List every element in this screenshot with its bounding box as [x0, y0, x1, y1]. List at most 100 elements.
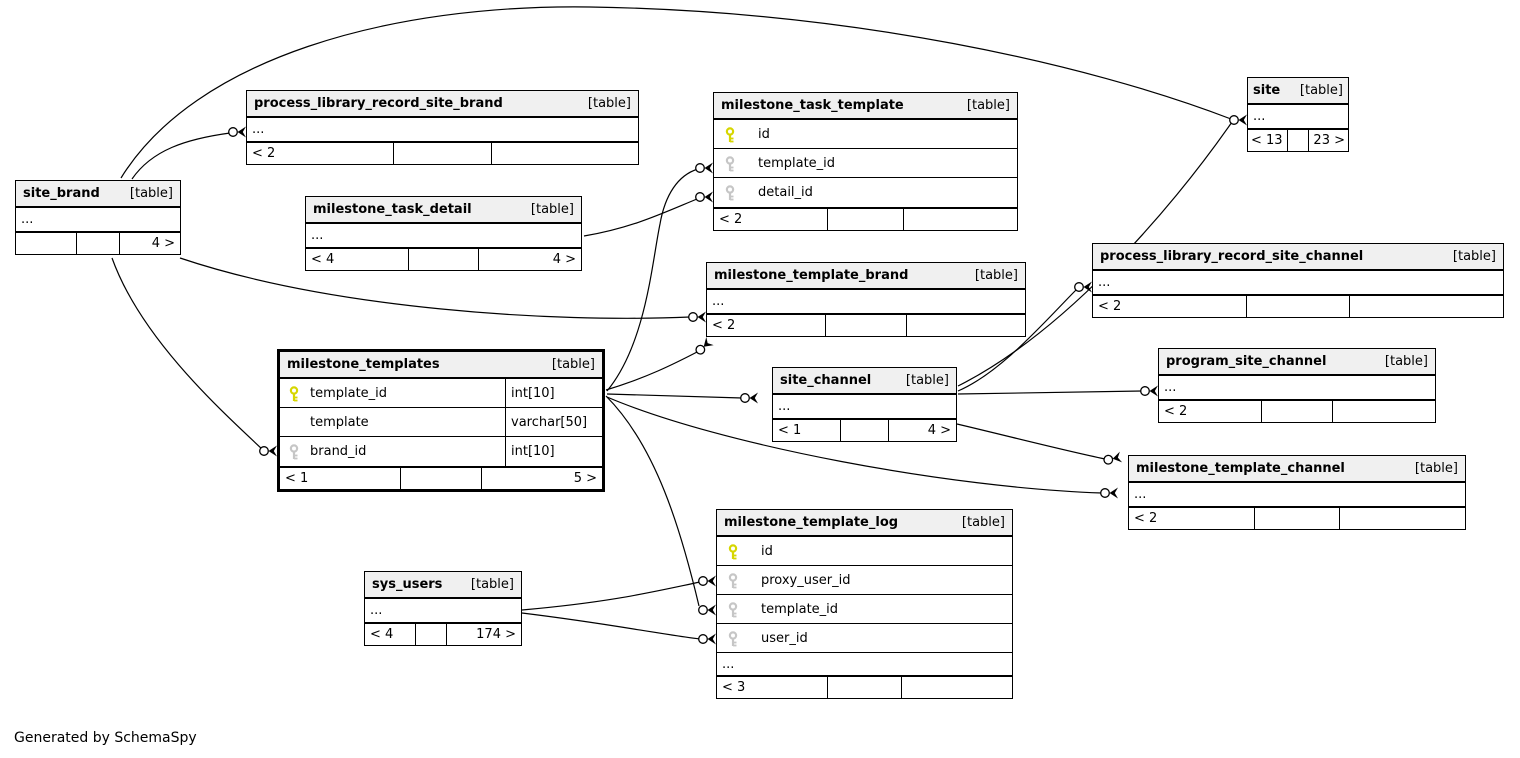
edge-site_brand-milestone_templates-brand_id: [111, 257, 263, 450]
table-name: process_library_record_site_brand: [254, 96, 503, 111]
table-name: program_site_channel: [1166, 354, 1327, 369]
columns-ellipsis: ...: [1098, 275, 1111, 290]
footer-middle-cell: [826, 677, 903, 698]
columns-ellipsis: ...: [778, 399, 791, 414]
table-tag: [table]: [551, 357, 595, 372]
table-milestone_task_template[interactable]: milestone_task_template [table] id templ…: [713, 92, 1018, 231]
columns-ellipsis: ...: [252, 122, 265, 137]
footer-middle-cell: [1261, 401, 1333, 422]
footer-children-count: < 13: [1251, 133, 1283, 148]
table-footer: < 3: [717, 675, 1012, 698]
table-site_channel[interactable]: site_channel [table] ... < 1 4 >: [772, 367, 957, 442]
table-footer: < 2: [1093, 294, 1503, 317]
footer-children-count: < 1: [285, 471, 309, 486]
table-name: milestone_template_log: [724, 515, 899, 530]
footer-children-count: [16, 233, 76, 254]
edge-sys_users-milestone_template_log-proxy_user_id: [521, 581, 701, 611]
edge-milestone_task_detail-milestone_task_template-detail_id: [583, 198, 698, 237]
table-name: milestone_template_brand: [714, 268, 909, 283]
footer-parents-count: 5 >: [573, 471, 597, 486]
edge-milestone_templates-milestone_template_log-template_id: [605, 395, 700, 607]
column-type: int[10]: [505, 379, 602, 407]
primary-key-icon: [289, 386, 299, 402]
columns-ellipsis: ...: [21, 212, 34, 227]
table-milestone_template_channel[interactable]: milestone_template_channel [table] ... <…: [1128, 455, 1466, 530]
column-name: template: [310, 414, 369, 430]
table-footer: < 2: [1159, 399, 1435, 422]
table-name: site_brand: [23, 186, 100, 201]
table-sys_users[interactable]: sys_users [table] ... < 4 174 >: [364, 571, 522, 646]
edge-site_channel-milestone_template_channel: [956, 423, 1106, 460]
foreign-key-icon: [728, 573, 738, 589]
edge-site_channel-program_site_channel: [957, 390, 1143, 395]
table-tag: [table]: [129, 186, 173, 201]
column-row: template_id int[10]: [280, 379, 602, 408]
table-process_library_record_site_brand[interactable]: process_library_record_site_brand [table…: [246, 90, 639, 165]
edge-site_brand-process_library_record_site_brand: [131, 132, 231, 180]
footer-middle-cell: [76, 233, 120, 254]
table-tag: [table]: [961, 515, 1005, 530]
primary-key-icon: [728, 544, 738, 560]
table-site[interactable]: site [table] ... < 13 23 >: [1247, 77, 1349, 152]
column-name: id: [758, 126, 770, 142]
table-header: site_brand [table]: [16, 181, 180, 208]
table-header: milestone_task_template [table]: [714, 93, 1017, 120]
footer-middle-cell: [399, 468, 483, 489]
columns-ellipsis: ...: [712, 294, 725, 309]
table-header: site [table]: [1248, 78, 1348, 105]
footer-middle-cell: [408, 249, 479, 270]
table-footer: < 2: [247, 141, 638, 164]
footer-parents-count: [904, 209, 1017, 230]
columns-ellipsis: ...: [311, 228, 324, 243]
table-footer: < 13 23 >: [1248, 128, 1348, 151]
column-name: id: [761, 543, 773, 559]
table-name: sys_users: [372, 577, 443, 592]
table-milestone_templates[interactable]: milestone_templates [table] template_id …: [277, 349, 605, 492]
column-row: proxy_user_id: [717, 566, 1012, 595]
footer-children-count: < 2: [1134, 511, 1158, 526]
table-milestone_template_brand[interactable]: milestone_template_brand [table] ... < 2: [706, 262, 1026, 337]
table-footer: 4 >: [16, 231, 180, 254]
columns-ellipsis: ...: [1164, 380, 1177, 395]
table-header: milestone_template_log [table]: [717, 510, 1012, 537]
table-name: milestone_task_template: [721, 98, 904, 113]
table-header: program_site_channel [table]: [1159, 349, 1435, 376]
footer-parents-count: [492, 143, 638, 164]
table-tag: [table]: [966, 98, 1010, 113]
table-milestone_template_log[interactable]: milestone_template_log [table] id proxy_…: [716, 509, 1013, 699]
table-footer: < 4 174 >: [365, 622, 521, 645]
footer-parents-count: 4 >: [552, 252, 576, 267]
footer-parents-count: 4 >: [927, 423, 952, 438]
footer-parents-count: [907, 315, 1025, 336]
table-milestone_task_detail[interactable]: milestone_task_detail [table] ... < 4 4 …: [305, 196, 582, 271]
column-row: template varchar[50]: [280, 408, 602, 437]
footer-parents-count: [1340, 508, 1465, 529]
columns-ellipsis: ...: [1253, 109, 1266, 124]
table-header: process_library_record_site_channel [tab…: [1093, 244, 1503, 271]
table-tag: [table]: [1299, 83, 1343, 98]
table-site_brand[interactable]: site_brand [table] ... 4 >: [15, 180, 181, 255]
edge-sys_users-milestone_template_log-user_id: [521, 612, 701, 640]
column-type: varchar[50]: [505, 408, 602, 436]
column-name: proxy_user_id: [761, 572, 851, 588]
footer-parents-count: 4 >: [151, 236, 175, 251]
footer-middle-cell: [826, 209, 905, 230]
column-name: detail_id: [758, 185, 813, 200]
table-tag: [table]: [974, 268, 1018, 283]
footer-middle-cell: [392, 143, 493, 164]
footer-middle-cell: [1246, 296, 1350, 317]
footer-children-count: < 4: [311, 252, 335, 267]
table-tag: [table]: [530, 202, 574, 217]
footer-parents-count: [1350, 296, 1503, 317]
table-footer: < 1 5 >: [280, 466, 602, 489]
table-tag: [table]: [1414, 461, 1458, 476]
table-program_site_channel[interactable]: program_site_channel [table] ... < 2: [1158, 348, 1436, 423]
column-row: template_id: [714, 149, 1017, 178]
table-footer: < 2: [714, 207, 1017, 230]
footer-parents-count: [902, 677, 1012, 698]
column-name: user_id: [761, 630, 808, 646]
table-process_library_record_site_channel[interactable]: process_library_record_site_channel [tab…: [1092, 243, 1504, 318]
table-tag: [table]: [905, 373, 949, 388]
column-name: template_id: [310, 385, 388, 401]
table-name: milestone_templates: [287, 357, 440, 372]
